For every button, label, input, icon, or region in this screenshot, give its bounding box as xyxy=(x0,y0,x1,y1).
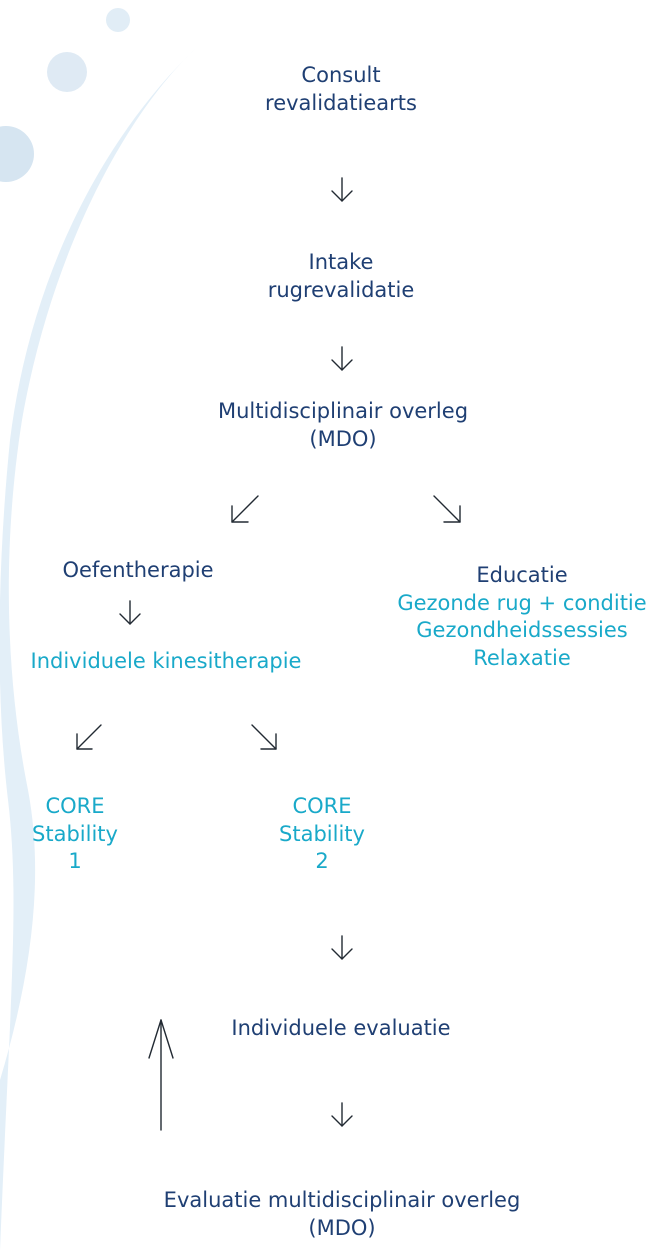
node-intake: Intake rugrevalidatie xyxy=(268,249,415,304)
node-mdo-line1: Multidisciplinair overleg xyxy=(217,399,469,423)
node-educatie: Educatie Gezonde rug + conditie Gezondhe… xyxy=(397,562,646,673)
node-evaluatie-mdo: Evaluatie multidisciplinair overleg (MDO… xyxy=(164,1187,521,1242)
node-core1-line1: CORE xyxy=(45,794,105,818)
node-educatie-item-1: Gezonde rug + conditie xyxy=(397,590,647,615)
node-oefentherapie: Oefentherapie xyxy=(62,558,214,582)
decorative-dot-large xyxy=(0,126,34,182)
node-core2-line2: Stability xyxy=(279,821,365,846)
node-intake-line1: Intake xyxy=(308,250,374,274)
node-core2-line1: CORE xyxy=(292,794,352,818)
node-educatie-item-3: Relaxatie xyxy=(473,646,571,671)
arrow-down-5 xyxy=(331,1102,353,1127)
node-core1-line2: Stability xyxy=(32,821,118,846)
decorative-dot-medium xyxy=(47,52,87,92)
node-kinesitherapie: Individuele kinesitherapie xyxy=(30,649,302,673)
node-consult: Consult revalidatiearts xyxy=(265,62,417,117)
node-mdo-eval-line2: (MDO) xyxy=(308,1215,376,1240)
node-mdo-line2: (MDO) xyxy=(309,426,377,451)
node-educatie-item-2: Gezondheidssessies xyxy=(416,618,628,643)
node-consult-line2: revalidatiearts xyxy=(265,90,417,115)
arrow-down-1 xyxy=(331,177,353,202)
node-intake-line2: rugrevalidatie xyxy=(267,277,415,302)
arrow-up-feedback xyxy=(148,1019,174,1131)
node-core2-line3: 2 xyxy=(315,849,329,874)
node-core1-line3: 1 xyxy=(68,849,82,874)
node-individuele-evaluatie: Individuele evaluatie xyxy=(231,1016,451,1040)
arrow-down-2 xyxy=(331,346,353,371)
node-consult-line1: Consult xyxy=(301,63,381,87)
arrow-down-4 xyxy=(331,935,353,960)
node-educatie-title: Educatie xyxy=(476,563,568,587)
decorative-dot-small xyxy=(106,8,130,32)
arrow-down-right-2 xyxy=(251,724,277,750)
node-core-stability-1: CORE Stability 1 xyxy=(32,793,118,876)
arrow-down-3 xyxy=(119,600,141,625)
arrow-down-right-1 xyxy=(433,495,461,523)
node-core-stability-2: CORE Stability 2 xyxy=(279,793,365,876)
node-mdo: Multidisciplinair overleg (MDO) xyxy=(218,398,468,453)
arrow-down-left-1 xyxy=(231,495,259,523)
node-mdo-eval-line1: Evaluatie multidisciplinair overleg xyxy=(163,1188,521,1212)
arrow-down-left-2 xyxy=(76,724,102,750)
